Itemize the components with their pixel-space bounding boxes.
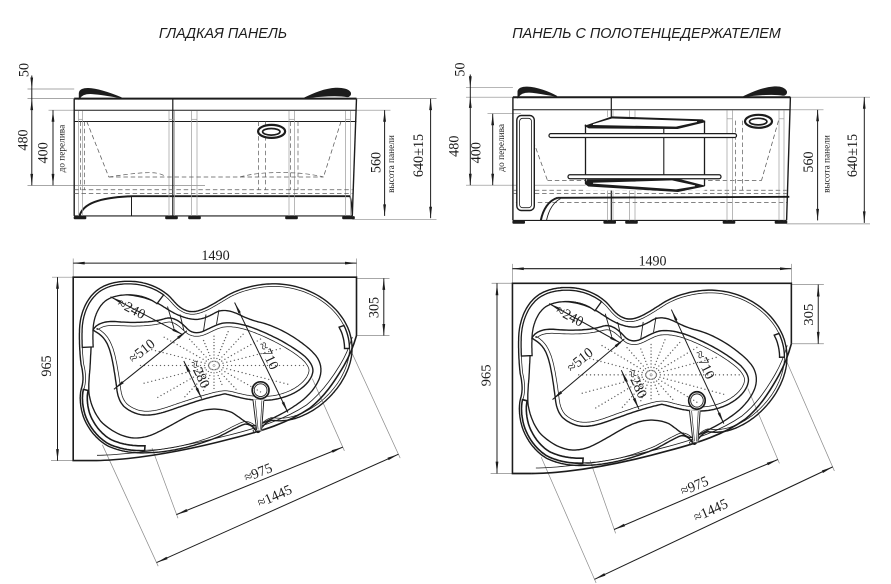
svg-text:480: 480 xyxy=(447,136,463,157)
svg-text:ГЛАДКАЯ ПАНЕЛЬ: ГЛАДКАЯ ПАНЕЛЬ xyxy=(159,26,287,42)
svg-text:до перелива: до перелива xyxy=(57,125,67,173)
svg-text:высота панели: высота панели xyxy=(822,135,832,193)
svg-text:640±15: 640±15 xyxy=(411,134,427,177)
svg-text:400: 400 xyxy=(469,142,485,163)
svg-text:400: 400 xyxy=(36,142,52,163)
svg-text:560: 560 xyxy=(801,151,817,172)
svg-text:до перелива: до перелива xyxy=(497,124,507,172)
svg-text:50: 50 xyxy=(16,63,32,77)
svg-text:высота панели: высота панели xyxy=(387,135,397,193)
svg-text:50: 50 xyxy=(452,62,468,76)
svg-text:640±15: 640±15 xyxy=(845,134,861,177)
svg-text:560: 560 xyxy=(368,152,384,173)
svg-text:ПАНЕЛЬ С ПОЛОТЕНЦЕДЕРЖАТЕЛЕМ: ПАНЕЛЬ С ПОЛОТЕНЦЕДЕРЖАТЕЛЕМ xyxy=(512,26,781,42)
svg-text:480: 480 xyxy=(15,129,31,150)
